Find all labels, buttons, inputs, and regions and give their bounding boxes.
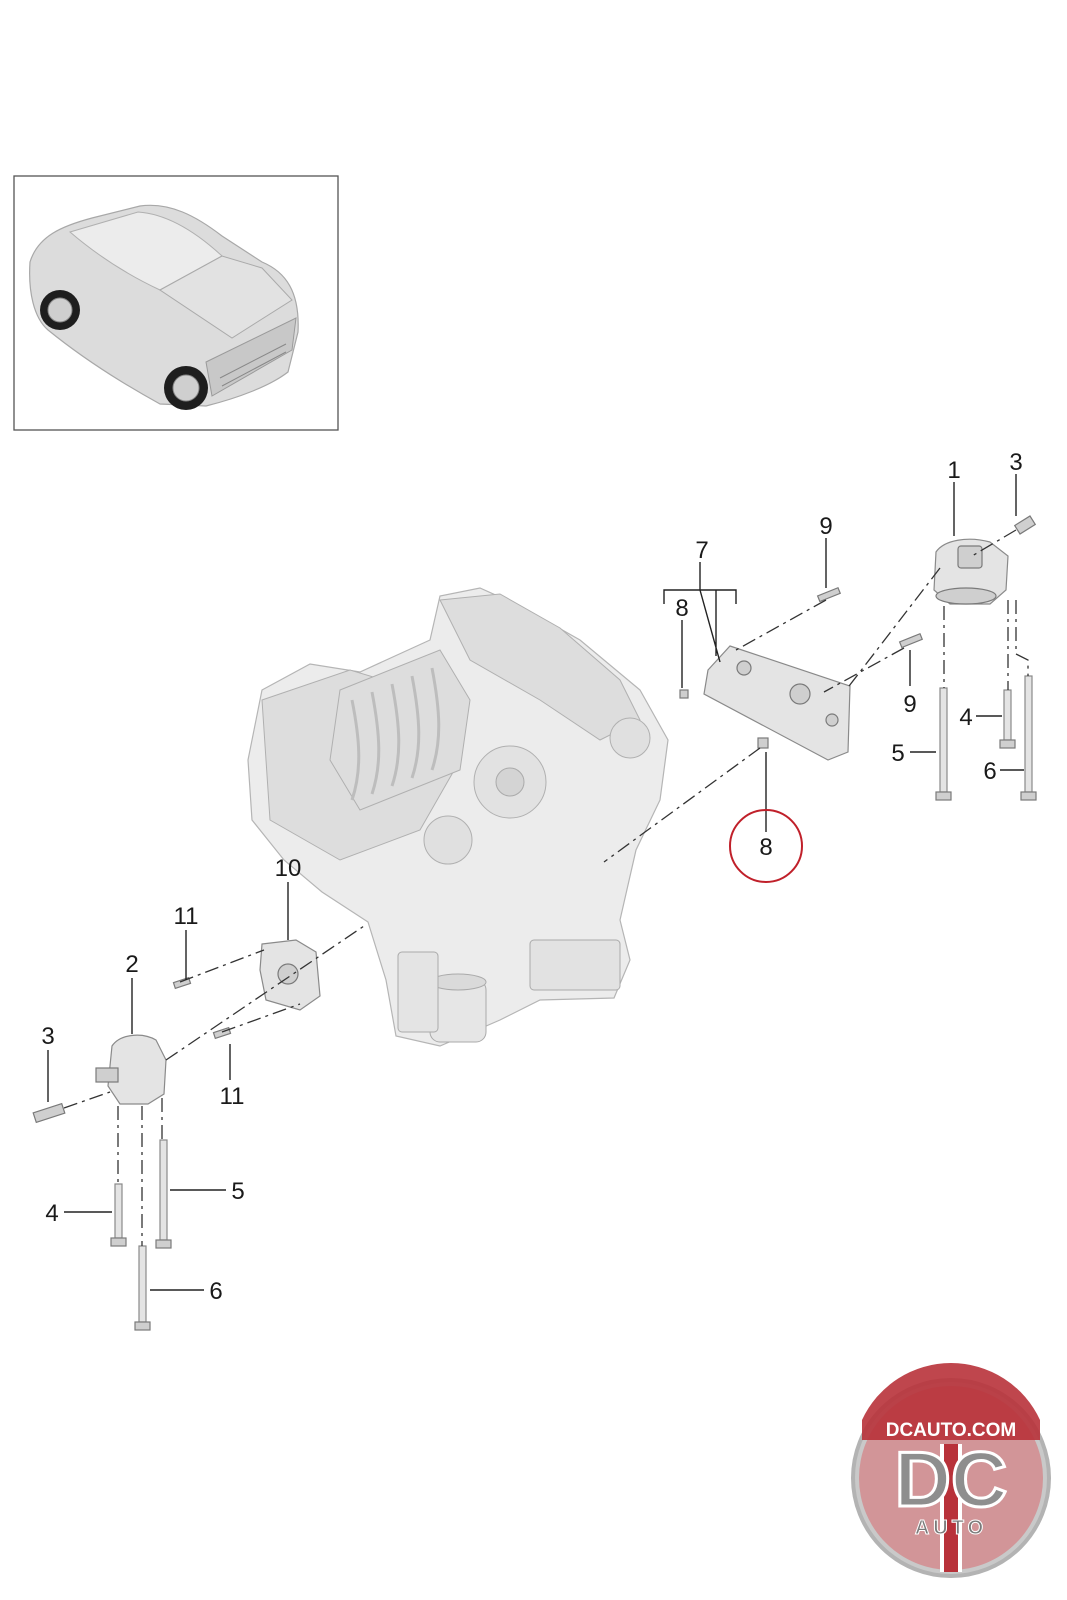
suv-illustration-icon: [29, 204, 299, 410]
callout-9-lower: 9: [903, 691, 916, 718]
bolt-3-right: [1013, 515, 1037, 535]
callout-4-right: 4: [959, 704, 972, 731]
callout-9-upper: 9: [819, 513, 832, 540]
callout-7: 7: [695, 537, 708, 564]
callout-5-left: 5: [231, 1178, 244, 1205]
bolt-4-left: [110, 1183, 127, 1247]
engine-mount-right: [933, 538, 1009, 605]
bolt-9-lower: [898, 632, 924, 649]
bolt-4-right: [999, 689, 1016, 749]
intake-manifold: [329, 649, 471, 811]
assembly-lines: [63, 529, 1029, 1246]
bolt-6-right: [1020, 675, 1037, 801]
bolt-5-right: [935, 687, 952, 801]
bolt-6-left: [134, 1245, 151, 1331]
bracket-10: [259, 939, 321, 1011]
bolt-3-left: [32, 1102, 66, 1124]
sleeve-8-lower: [757, 737, 769, 749]
mount-bracket: [703, 645, 851, 761]
engine-mount-left: [95, 1034, 167, 1105]
callout-2: 2: [125, 951, 138, 978]
dcauto-logo: DCAUTO.COM DC AUTO: [851, 1363, 1051, 1578]
callout-11-lower: 11: [220, 1083, 245, 1110]
vehicle-thumbnail: [13, 175, 339, 431]
logo-text-top: DCAUTO.COM: [886, 1420, 1017, 1441]
bolt-9-upper: [816, 586, 842, 603]
sleeve-8-upper: [679, 689, 689, 699]
callout-1: 1: [947, 457, 960, 484]
callout-4-left: 4: [45, 1200, 58, 1227]
callout-6-right: 6: [983, 758, 996, 785]
callout-6-left: 6: [209, 1278, 222, 1305]
bolt-11-upper: [172, 976, 192, 990]
callout-8-highlighted: 8: [759, 834, 772, 861]
callout-3-right: 3: [1009, 449, 1022, 476]
logo-text-bottom: AUTO: [915, 1517, 987, 1539]
leader-lines: [47, 474, 1024, 1291]
callout-10: 10: [275, 855, 302, 882]
logo-text-main: DC: [895, 1435, 1008, 1523]
callout-3-left: 3: [41, 1023, 54, 1050]
highlight-circle: [729, 809, 803, 883]
callout-8-upper: 8: [675, 595, 688, 622]
callout-11-upper: 11: [174, 903, 199, 930]
callout-labels: 1 3 9 7 8 9 4 5 6 8 10 11 2 3 11 5 4 6: [41, 449, 1022, 1305]
callout-5-right: 5: [891, 740, 904, 767]
bolt-5-left: [155, 1139, 172, 1249]
engine-block: [247, 587, 669, 1047]
